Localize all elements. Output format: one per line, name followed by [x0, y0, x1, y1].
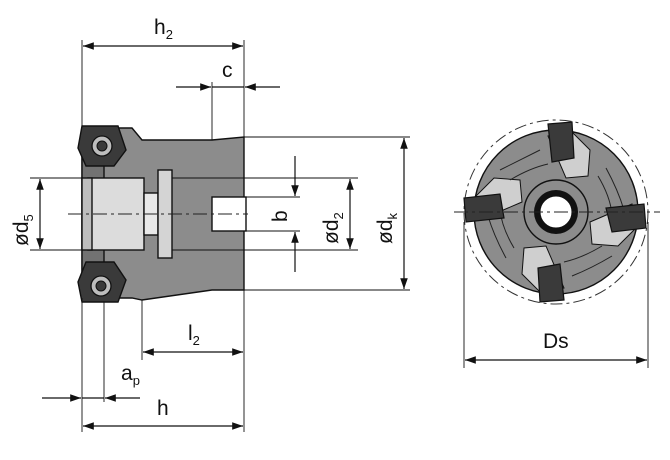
label-c: c — [222, 59, 233, 82]
label-ap: ap — [121, 362, 140, 388]
label-d2: ød2 — [320, 212, 346, 244]
label-d5: ød5 — [10, 214, 36, 246]
bottom-insert — [77, 261, 127, 303]
label-Ds: Ds — [543, 330, 569, 353]
label-h2: h2 — [154, 16, 173, 42]
label-l2: l2 — [188, 322, 200, 348]
label-h: h — [157, 397, 169, 420]
side-view: h2 c ød5 b ød2 ødk l2 ap h — [10, 16, 410, 432]
top-insert — [77, 125, 127, 167]
front-view: Ds — [454, 119, 660, 368]
label-b: b — [269, 210, 292, 222]
label-dk: ødk — [374, 212, 400, 244]
front-inserts — [463, 121, 647, 303]
